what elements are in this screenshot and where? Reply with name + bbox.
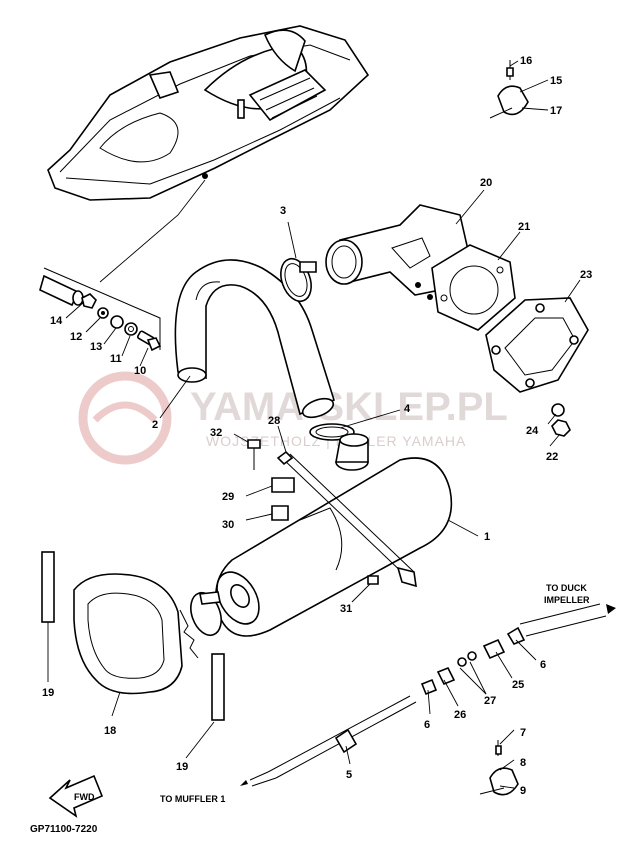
to-duck-impeller-line1: TO DUCK <box>546 583 587 593</box>
callout-32: 32 <box>210 427 222 439</box>
callout-3: 3 <box>280 205 286 217</box>
callout-28: 28 <box>268 415 280 427</box>
callout-21: 21 <box>518 221 530 233</box>
callout-7: 7 <box>520 727 526 739</box>
fittings-6-25-26-27 <box>420 603 616 696</box>
callout-17: 17 <box>550 105 562 117</box>
part-19-strips <box>41 551 225 721</box>
callout-18: 18 <box>104 725 116 737</box>
callout-10: 10 <box>134 365 146 377</box>
callout-30: 30 <box>222 519 234 531</box>
callout-16: 16 <box>520 55 532 67</box>
watermark-subtitle: WOJSZETHOLZ | DEALER YAMAHA <box>206 433 466 449</box>
fwd-label: FWD <box>74 792 95 802</box>
callout-27: 27 <box>484 695 496 707</box>
callout-5: 5 <box>346 769 352 781</box>
callout-20: 20 <box>480 177 492 189</box>
part-1-muffler <box>215 433 453 637</box>
drain-plug-group <box>39 267 162 352</box>
callout-23: 23 <box>580 269 592 281</box>
part-18-rubber-boot <box>73 573 199 695</box>
callout-29: 29 <box>222 491 234 503</box>
callout-31: 31 <box>340 603 352 615</box>
watercraft-illustration <box>47 25 370 283</box>
part-21-gasket <box>431 244 516 331</box>
leader-lines <box>47 60 581 789</box>
callout-labels: 16 15 17 20 21 23 3 2 4 28 32 29 30 1 31… <box>42 55 592 797</box>
callout-25: 25 <box>512 679 524 691</box>
fwd-arrow-icon: FWD <box>48 774 104 818</box>
callout-8: 8 <box>520 757 526 769</box>
callout-22: 22 <box>546 451 558 463</box>
callout-6-lower: 6 <box>424 719 430 731</box>
watermark: YAMA-SKLEP.PL WOJSZETHOLZ | DEALER YAMAH… <box>78 371 508 465</box>
callout-19-lower: 19 <box>176 761 188 773</box>
parts-28-32-bracket <box>247 439 379 585</box>
diagram-code: GP71100-7220 <box>30 824 98 835</box>
callout-2: 2 <box>152 419 158 431</box>
callout-24: 24 <box>526 425 539 437</box>
annotations: TO DUCK IMPELLER TO MUFFLER 1 GP71100-72… <box>30 583 590 835</box>
callout-26: 26 <box>454 709 466 721</box>
callout-15: 15 <box>550 75 562 87</box>
to-duck-impeller-line2: IMPELLER <box>544 595 590 605</box>
callout-12: 12 <box>70 331 82 343</box>
part-3-clamp <box>280 257 317 303</box>
to-muffler-label: TO MUFFLER 1 <box>160 794 225 804</box>
callout-13: 13 <box>90 341 102 353</box>
callout-4: 4 <box>404 403 411 415</box>
callout-14: 14 <box>50 315 63 327</box>
watermark-title: YAMA-SKLEP.PL <box>190 385 508 429</box>
boot-clamp <box>190 591 222 637</box>
part-15-17-clip <box>489 60 529 119</box>
part-5-hose-line <box>240 695 417 787</box>
callout-9: 9 <box>520 785 526 797</box>
part-23-flange-plate <box>485 297 589 393</box>
callout-1: 1 <box>484 531 490 543</box>
callout-6-upper: 6 <box>540 659 546 671</box>
part-22-24-washer-nut <box>551 403 571 437</box>
part-7-9-clip <box>479 740 519 796</box>
callout-11: 11 <box>110 353 122 365</box>
callout-19-left: 19 <box>42 687 54 699</box>
